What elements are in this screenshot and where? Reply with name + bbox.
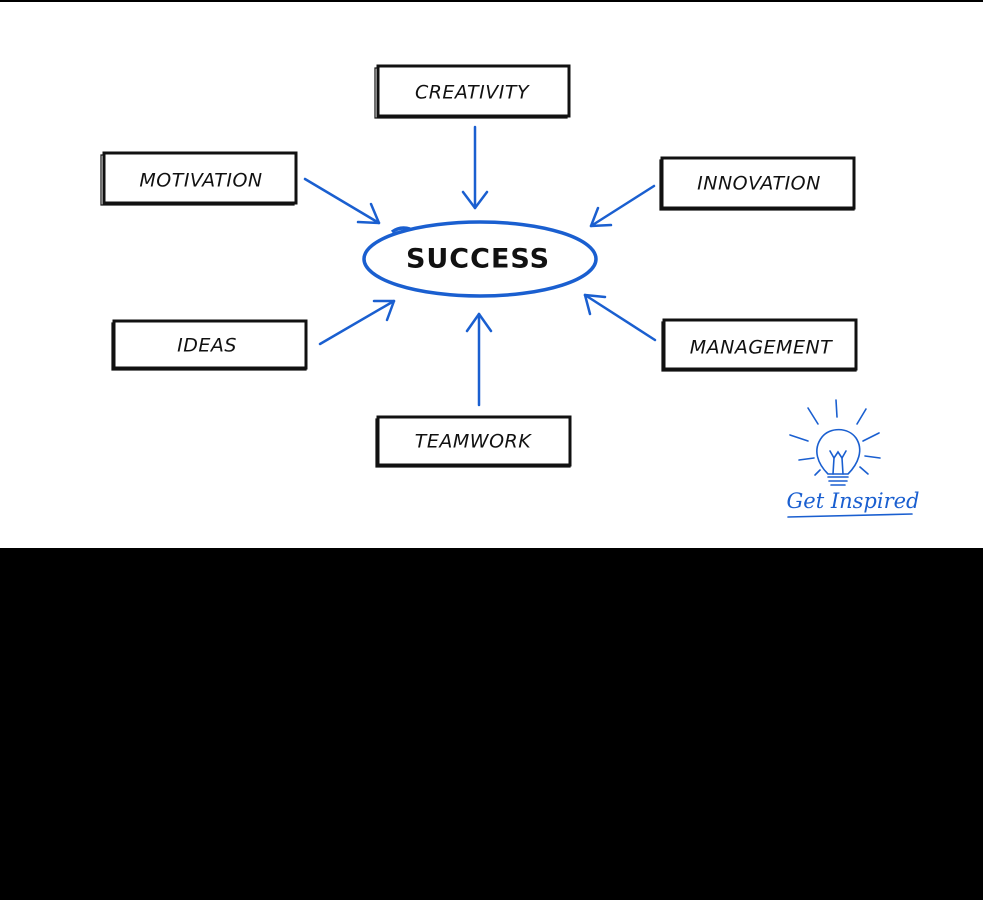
node-teamwork: TEAMWORK [375, 415, 572, 468]
node-label-motivation: MOTIVATION [139, 170, 262, 192]
node-innovation: INNOVATION [659, 156, 856, 211]
node-label-ideas: IDEAS [177, 335, 237, 357]
center-label: SUCCESS [406, 244, 550, 275]
arrow-creativity-to-success [461, 125, 489, 210]
node-ideas: IDEAS [111, 319, 308, 371]
lightbulb-icon [789, 399, 881, 486]
center-node-success: SUCCESS [362, 220, 598, 298]
arrow-teamwork-to-success [465, 312, 493, 407]
node-creativity: CREATIVITY [374, 64, 571, 119]
get-inspired-underline [787, 513, 913, 518]
black-band [0, 548, 983, 900]
get-inspired-badge: Get Inspired [787, 489, 920, 518]
arrow-management-to-success [583, 293, 657, 342]
get-inspired-text: Get Inspired [787, 489, 920, 513]
node-label-innovation: INNOVATION [697, 173, 821, 195]
arrow-innovation-to-success [589, 184, 656, 228]
node-label-management: MANAGEMENT [690, 337, 833, 359]
node-label-teamwork: TEAMWORK [415, 431, 532, 453]
node-motivation: MOTIVATION [100, 151, 298, 206]
node-label-creativity: CREATIVITY [415, 82, 530, 104]
ellipse-overlap-stroke [390, 226, 411, 234]
arrow-ideas-to-success [318, 299, 396, 346]
arrow-motivation-to-success [303, 177, 381, 225]
node-management: MANAGEMENT [661, 318, 858, 372]
success-diagram: SUCCESS CREATIVITY MOTIVATION INNOVATION… [100, 64, 920, 518]
